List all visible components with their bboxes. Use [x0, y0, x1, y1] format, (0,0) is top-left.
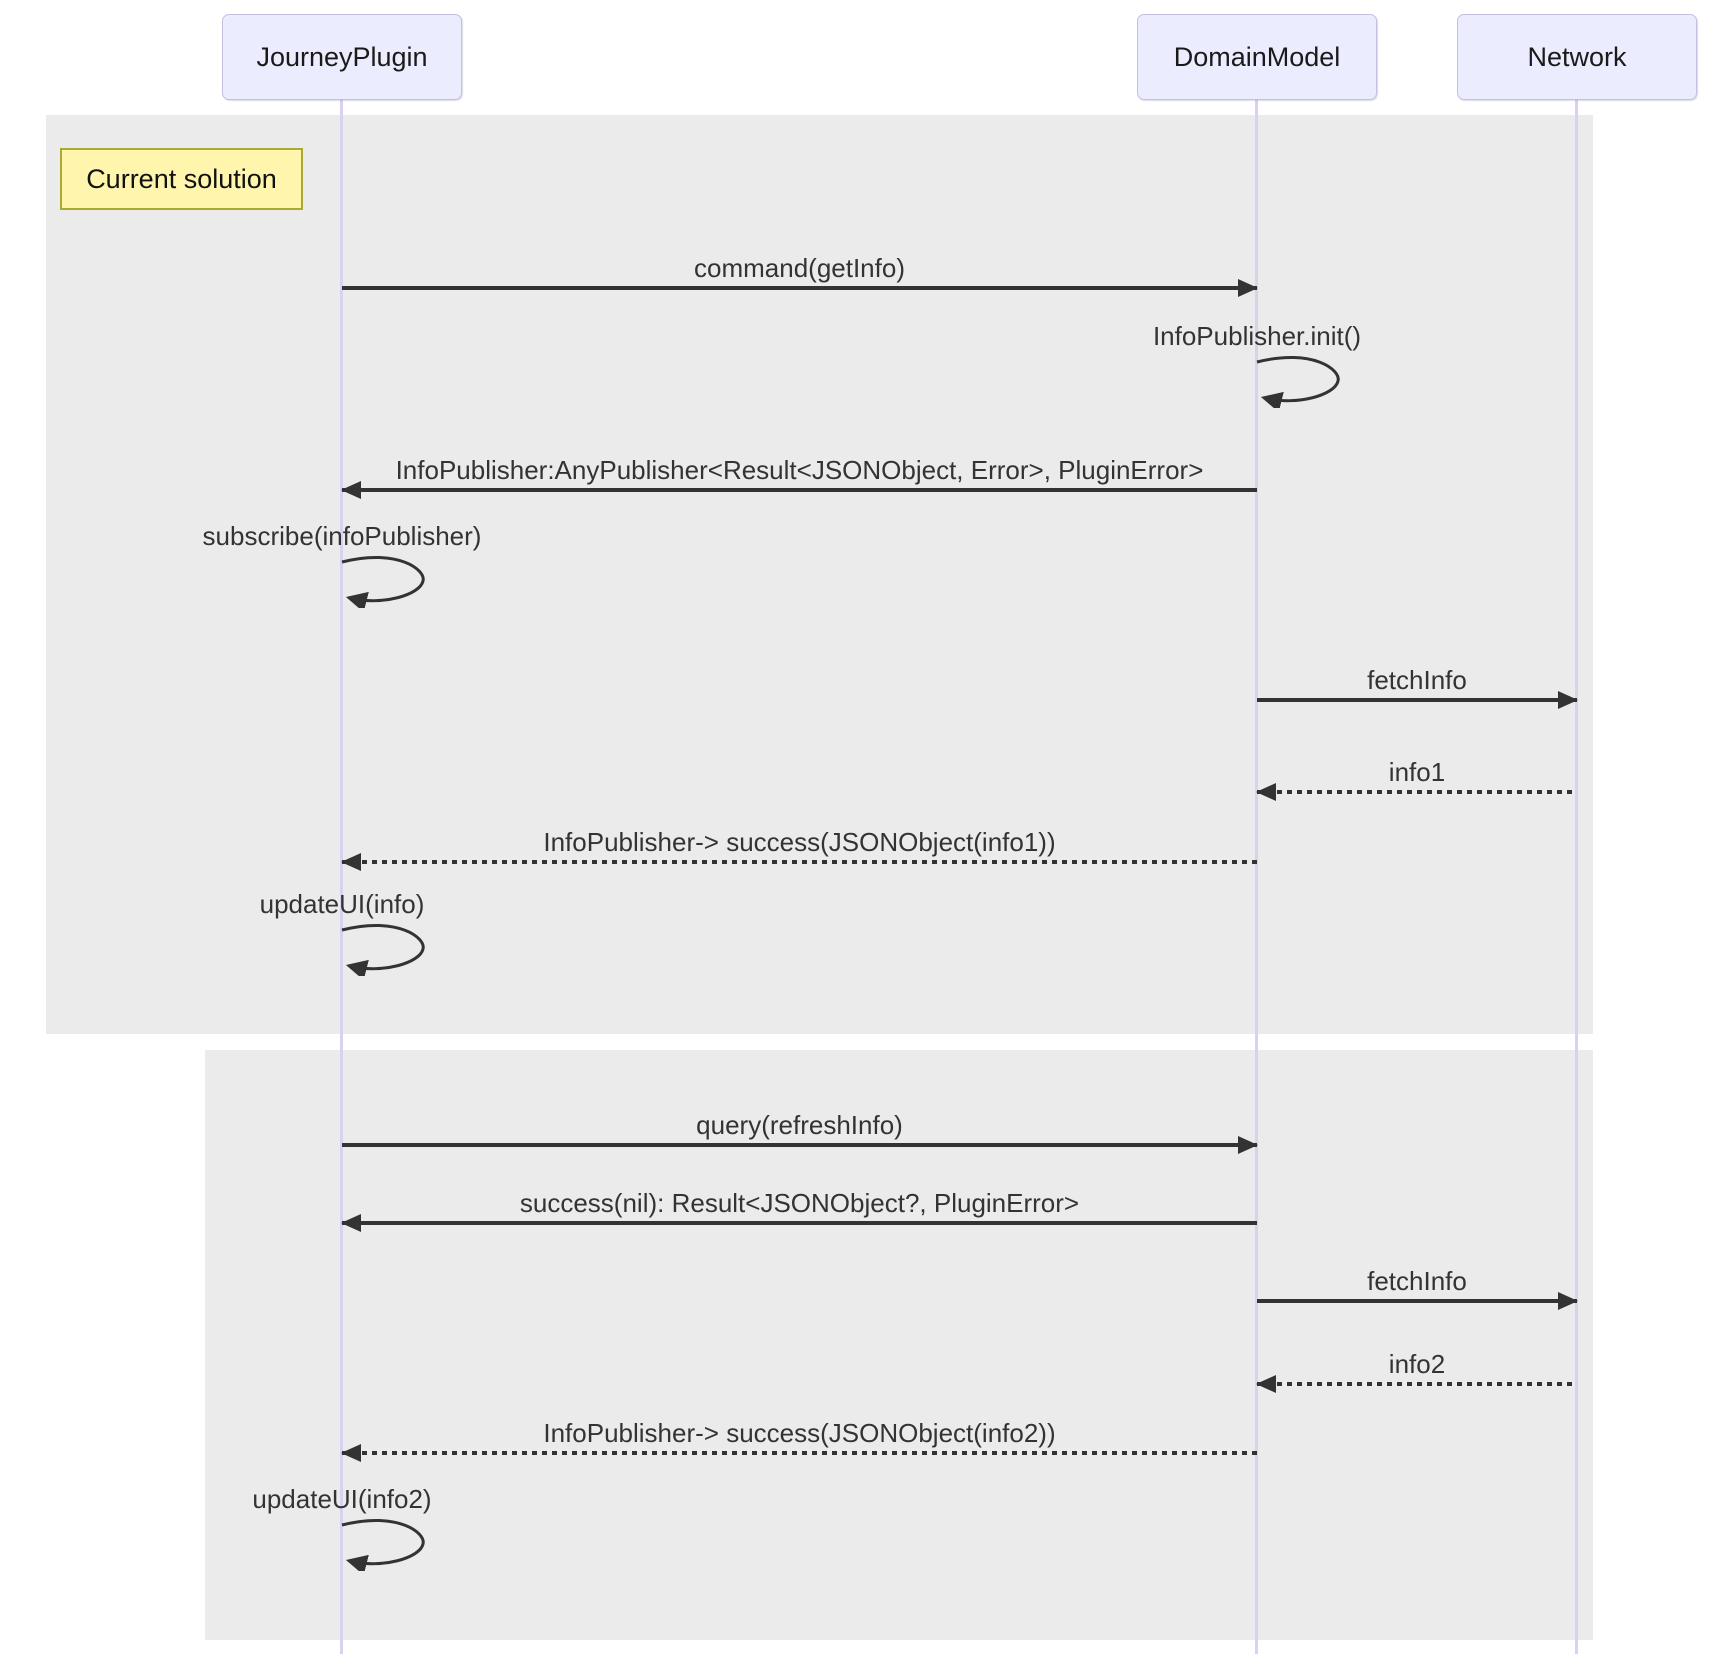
arrow-dashed-left: [341, 853, 1257, 871]
self-loop-arrow: [1256, 356, 1340, 408]
arrow-solid-right: [342, 279, 1258, 297]
self-loop-arrow: [341, 556, 425, 608]
lifeline-journeyplugin: [340, 99, 343, 1654]
participant-journeyplugin-label: JourneyPlugin: [256, 41, 428, 72]
message-success-nil-label: success(nil): Result<JSONObject?, Plugin…: [519, 1188, 1080, 1218]
message-fetchinfo-1-label: fetchInfo: [1367, 665, 1467, 695]
message-query-refreshinfo-label: query(refreshInfo): [696, 1110, 903, 1140]
arrow-dashed-left: [1256, 783, 1577, 801]
arrow-solid-right: [1257, 1292, 1578, 1310]
arrow-dashed-left: [1256, 1375, 1577, 1393]
message-success-info1-label: InfoPublisher-> success(JSONObject(info1…: [543, 827, 1056, 857]
message-updateui-info: updateUI(info): [112, 888, 572, 976]
message-updateui-info2-label: updateUI(info2): [252, 1484, 432, 1514]
participant-domainmodel: DomainModel: [1137, 14, 1377, 100]
message-command-getinfo: command(getInfo): [342, 252, 1258, 297]
message-success-info2-label: InfoPublisher-> success(JSONObject(info2…: [543, 1418, 1056, 1448]
message-infopublisher-init-label: InfoPublisher.init(): [1152, 321, 1362, 351]
arrow-dashed-left: [341, 1444, 1257, 1462]
message-success-nil: success(nil): Result<JSONObject?, Plugin…: [341, 1187, 1257, 1232]
message-query-refreshinfo: query(refreshInfo): [342, 1109, 1258, 1154]
arrow-solid-left: [341, 481, 1257, 499]
arrow-solid-left: [341, 1214, 1257, 1232]
self-loop-arrow: [341, 924, 425, 976]
message-fetchinfo-2: fetchInfo: [1257, 1265, 1578, 1310]
message-infopublisher-anypublisher-label: InfoPublisher:AnyPublisher<Result<JSONOb…: [395, 455, 1204, 485]
message-infopublisher-anypublisher: InfoPublisher:AnyPublisher<Result<JSONOb…: [341, 454, 1257, 499]
note-current-solution-label: Current solution: [86, 163, 277, 194]
message-updateui-info-label: updateUI(info): [259, 889, 425, 919]
message-fetchinfo-2-label: fetchInfo: [1367, 1266, 1467, 1296]
message-updateui-info2: updateUI(info2): [112, 1483, 572, 1571]
message-fetchinfo-1: fetchInfo: [1257, 664, 1578, 709]
message-subscribe-infopublisher: subscribe(infoPublisher): [112, 520, 572, 608]
message-success-info1: InfoPublisher-> success(JSONObject(info1…: [341, 826, 1257, 871]
lifeline-domainmodel: [1255, 99, 1258, 1654]
self-loop-arrow: [341, 1519, 425, 1571]
participant-journeyplugin: JourneyPlugin: [222, 14, 462, 100]
participant-network-label: Network: [1527, 41, 1627, 72]
arrow-solid-right: [342, 1136, 1258, 1154]
message-info1: info1: [1256, 756, 1577, 801]
message-info2-label: info2: [1388, 1349, 1446, 1379]
participant-network: Network: [1457, 14, 1697, 100]
message-subscribe-infopublisher-label: subscribe(infoPublisher): [202, 521, 482, 551]
message-infopublisher-init: InfoPublisher.init(): [1027, 320, 1487, 408]
message-info1-label: info1: [1388, 757, 1446, 787]
message-success-info2: InfoPublisher-> success(JSONObject(info2…: [341, 1417, 1257, 1462]
lifeline-network: [1575, 99, 1578, 1654]
background-block-2: [205, 1050, 1593, 1640]
participant-domainmodel-label: DomainModel: [1173, 41, 1341, 72]
background-block-1: [46, 115, 1593, 1034]
note-current-solution: Current solution: [60, 148, 303, 210]
message-info2: info2: [1256, 1348, 1577, 1393]
arrow-solid-right: [1257, 691, 1578, 709]
message-command-getinfo-label: command(getInfo): [694, 253, 905, 283]
